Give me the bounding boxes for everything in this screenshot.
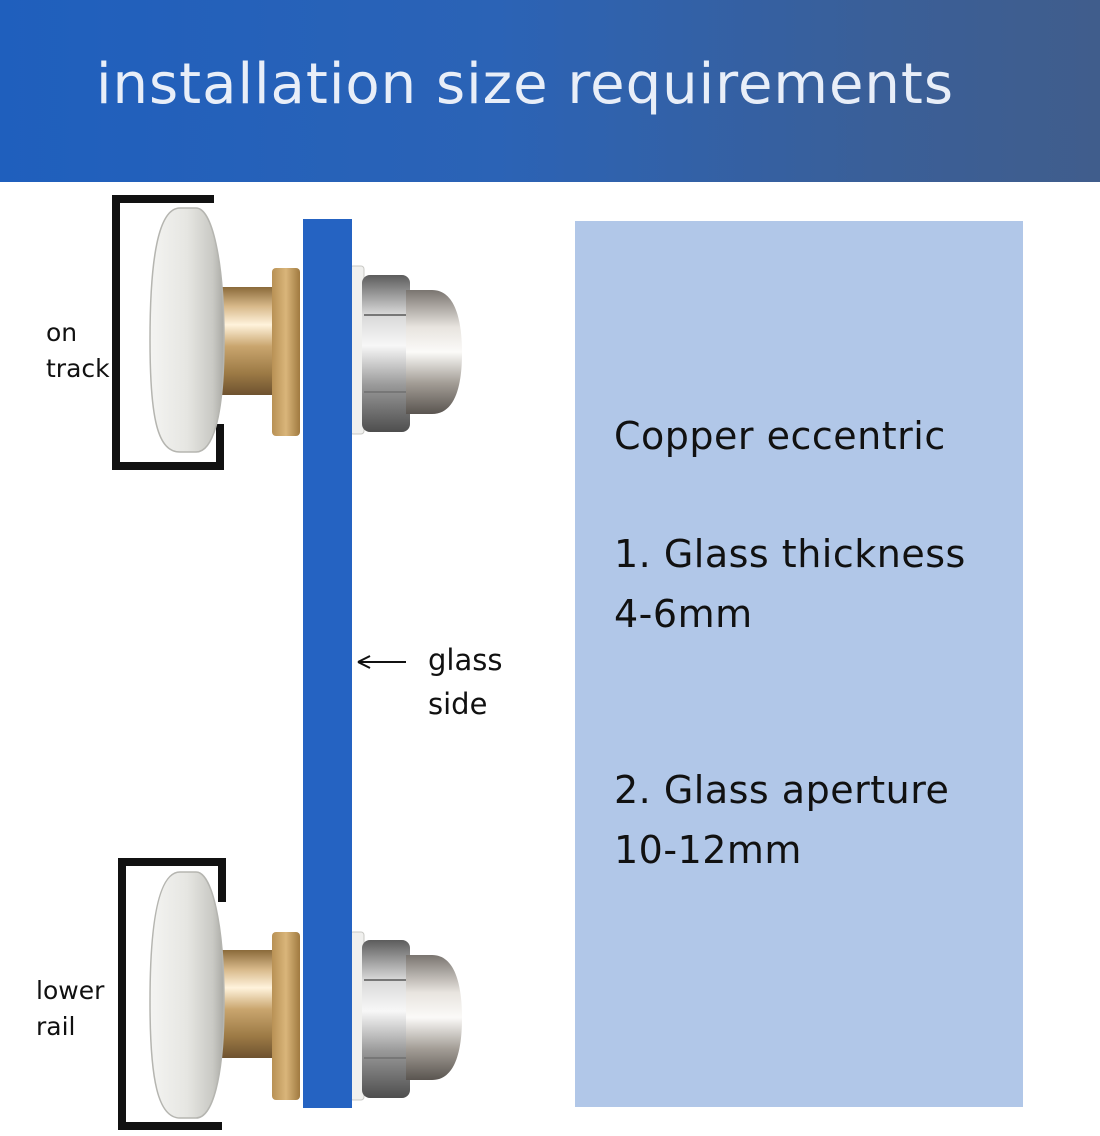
glass-thickness-title: 1. Glass thickness [614, 532, 966, 576]
bottom-brass-collar [272, 932, 300, 1100]
lower-rail-bracket [118, 858, 226, 1130]
glass-thickness-value: 4-6mm [614, 592, 753, 636]
header-banner: installation size requirements [0, 0, 1100, 182]
top-cap-nut [406, 290, 462, 414]
glass-aperture-title: 2. Glass aperture [614, 768, 950, 812]
top-white-wheel [149, 207, 225, 453]
bottom-washer [349, 931, 365, 1101]
top-track-bracket [112, 195, 224, 470]
on-track-label-line1: on [46, 318, 78, 347]
bottom-roller-assembly [118, 858, 462, 1130]
roller-diagram [112, 195, 462, 1130]
bottom-white-wheel [149, 871, 225, 1119]
glass-side-arrow [357, 655, 406, 669]
top-washer [349, 265, 365, 435]
glass-panel [303, 219, 352, 1108]
bottom-cap-nut [406, 955, 462, 1080]
lower-rail-label-line2: rail [36, 1012, 76, 1041]
info-heading: Copper eccentric [614, 414, 946, 458]
bottom-hex-nut [362, 940, 410, 1098]
top-brass-collar [272, 268, 300, 436]
page-title: installation size requirements [95, 52, 955, 117]
top-roller-assembly [112, 195, 462, 470]
on-track-label-line2: track [46, 354, 110, 383]
glass-aperture-value: 10-12mm [614, 828, 802, 872]
lower-rail-label-line1: lower [36, 976, 105, 1005]
glass-side-label-line1: glass [428, 643, 503, 677]
info-panel [575, 221, 1023, 1107]
glass-side-label-line2: side [428, 687, 488, 721]
top-hex-nut [362, 275, 410, 432]
